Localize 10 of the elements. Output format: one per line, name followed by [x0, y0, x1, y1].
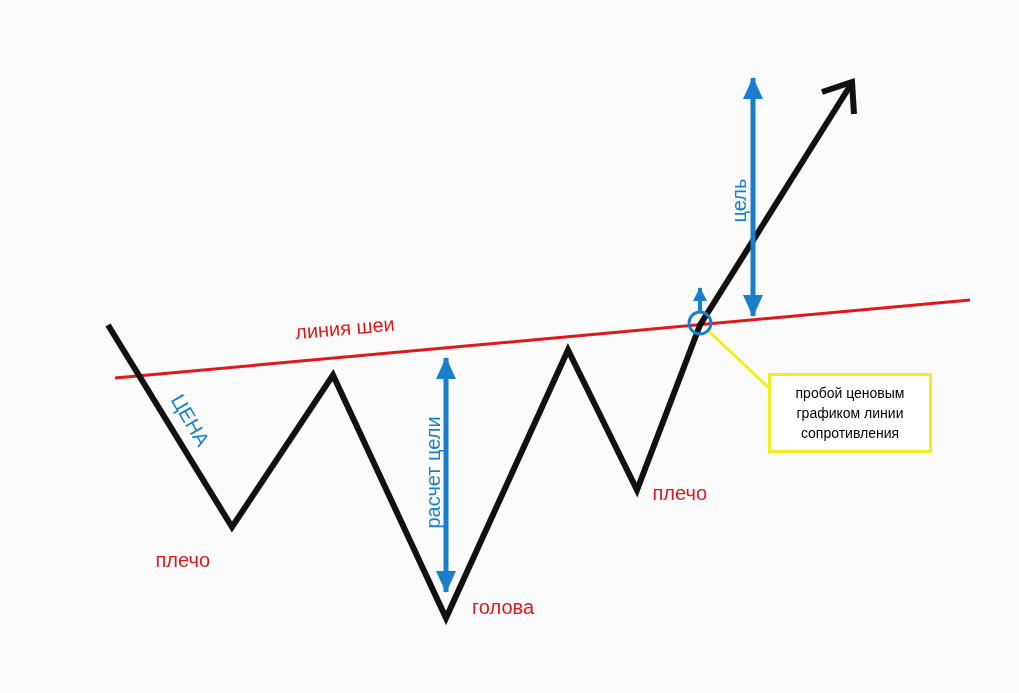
target-label: цель [728, 178, 752, 222]
target-calculation-label: расчет цели [421, 415, 445, 529]
head-label: голова [472, 595, 535, 619]
shoulder-label: плечо [155, 548, 210, 572]
callout-text: пробой ценовым графиком линии сопротивления [794, 384, 906, 443]
neckline-label: линия шеи [294, 312, 396, 344]
shoulder-label: плечо [652, 481, 707, 505]
breakout-circle [687, 310, 713, 336]
callout-box [768, 373, 932, 453]
leader-line [707, 330, 770, 389]
